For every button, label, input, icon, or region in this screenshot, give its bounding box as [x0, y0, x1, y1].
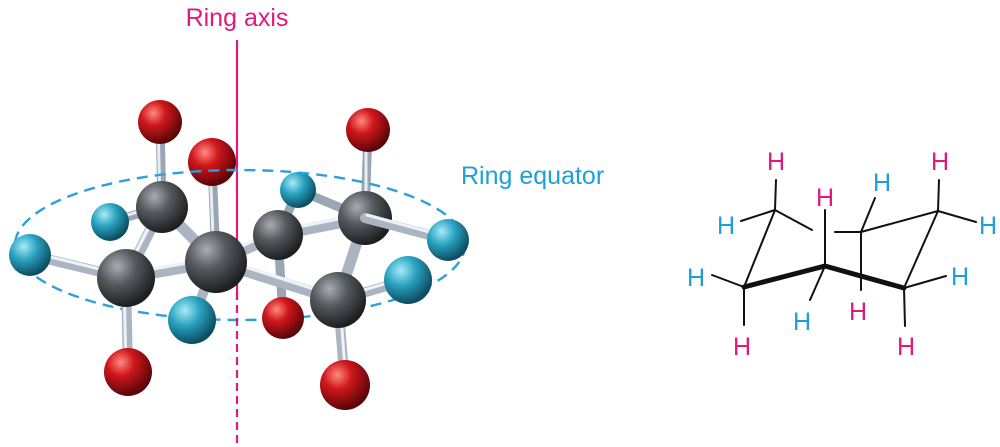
carbon-atom — [97, 249, 155, 307]
ball-and-stick-model: Ring axis Ring equator — [9, 4, 604, 447]
axial-oxygen-atom — [104, 348, 152, 396]
axial-hydrogen-label: H — [767, 148, 785, 176]
carbon-atom — [253, 210, 303, 260]
axial-oxygen-atom — [262, 297, 304, 339]
equatorial-hydrogen-label: H — [873, 169, 891, 197]
axial-oxygen-atom — [320, 360, 370, 410]
equatorial-hydrogen-label: H — [687, 264, 705, 292]
chair-conformation-drawing — [711, 179, 977, 327]
ring-axis-label: Ring axis — [186, 4, 289, 32]
equatorial-hydrogen-label: H — [717, 212, 735, 240]
carbon-atom — [185, 231, 247, 293]
axial-hydrogen-label: H — [816, 184, 834, 212]
equatorial-hydrogen-label: H — [979, 212, 997, 240]
carbon-atom — [136, 181, 188, 233]
equatorial-atom — [168, 296, 216, 344]
equatorial-atom — [384, 256, 432, 304]
axial-hydrogen-label: H — [897, 333, 915, 361]
equatorial-atom — [91, 203, 129, 241]
front-bonds-highlight — [28, 213, 450, 385]
axial-hydrogen-label: H — [931, 148, 949, 176]
axial-oxygen-atom — [138, 100, 182, 144]
equatorial-atom — [427, 219, 469, 261]
axial-oxygen-atom — [346, 108, 390, 152]
equatorial-hydrogen-label: H — [951, 263, 969, 291]
axial-oxygen-atom — [188, 138, 236, 186]
axial-hydrogen-label: H — [733, 333, 751, 361]
equatorial-atom — [280, 172, 316, 208]
ring-equator-label: Ring equator — [461, 162, 604, 190]
equatorial-hydrogen-label: H — [793, 308, 811, 336]
axial-hydrogen-label: H — [849, 298, 867, 326]
hydrogen-labels: H H H H H H H H H H H H — [687, 148, 997, 361]
equatorial-atom — [9, 234, 51, 276]
carbon-atom — [310, 272, 366, 328]
